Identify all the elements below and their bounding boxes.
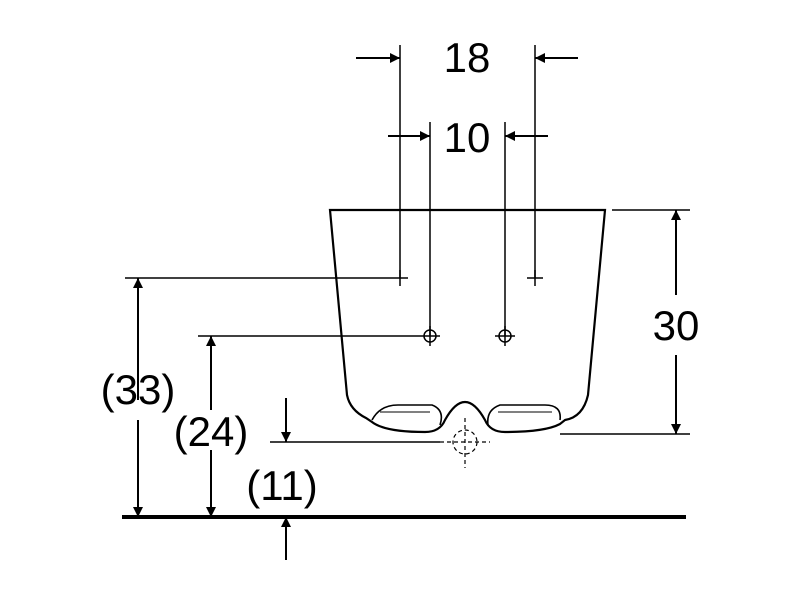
upper-right-crosshair bbox=[527, 270, 543, 286]
fixture-inner-outline-left bbox=[371, 404, 443, 426]
middle-level-label: (24) bbox=[174, 408, 249, 455]
drain-crosshair bbox=[440, 418, 490, 468]
lower-level-label: (11) bbox=[246, 462, 318, 509]
fixture-inner-outline-right bbox=[486, 404, 562, 426]
middle-left-crosshair bbox=[420, 326, 440, 346]
fixture-body-outline bbox=[328, 208, 607, 434]
height-label: 30 bbox=[653, 302, 700, 349]
middle-right-crosshair bbox=[495, 326, 515, 346]
upper-level-label: (33) bbox=[101, 366, 176, 413]
inner-spacing-label: 10 bbox=[444, 114, 491, 161]
upper-left-crosshair bbox=[392, 270, 408, 286]
outer-spacing-label: 18 bbox=[444, 34, 491, 81]
